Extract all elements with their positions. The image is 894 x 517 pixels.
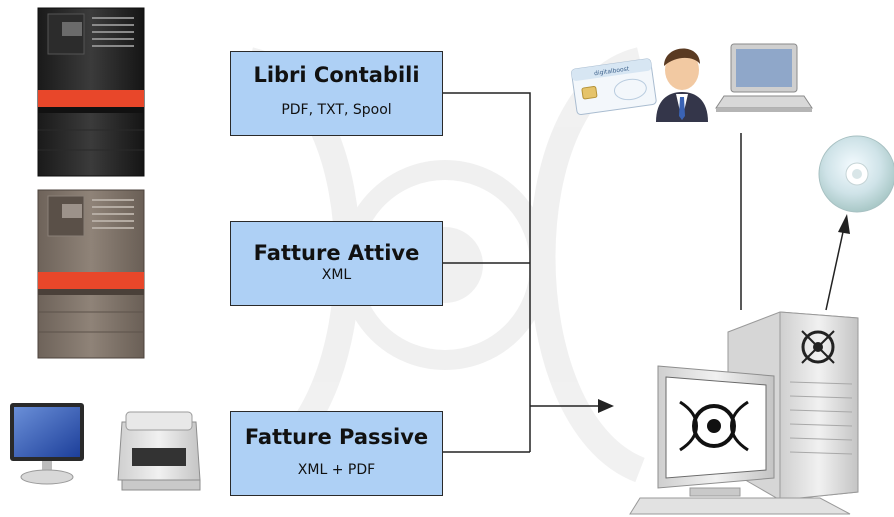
box-subtitle: XML (321, 267, 352, 284)
cd-icon (818, 135, 894, 213)
cd-arrow (825, 214, 850, 311)
libri-contabili-box: Libri Contabili PDF, TXT, Spool (230, 51, 443, 136)
box-subtitle: XML + PDF (297, 462, 376, 479)
workstation-icon (629, 311, 859, 515)
arrow-head (598, 399, 614, 413)
laptop-icon (715, 43, 813, 112)
fatture-attive-box: Fatture Attive XML (230, 221, 443, 306)
box-title: Fatture Passive (244, 425, 429, 449)
box-title: Fatture Attive (253, 241, 420, 265)
monitor-icon (10, 403, 84, 485)
box-title: Libri Contabili (253, 63, 420, 87)
user-icon (656, 48, 708, 122)
card-brand-text: digitalboost (594, 65, 631, 77)
box-subtitle: PDF, TXT, Spool (281, 102, 392, 119)
scanner-icon (117, 411, 201, 491)
smart-card-icon: digitalboost (571, 58, 657, 116)
connector-lines (443, 92, 604, 453)
fatture-passive-box: Fatture Passive XML + PDF (230, 411, 443, 496)
server-icon (37, 7, 145, 177)
server-icon (37, 189, 145, 359)
